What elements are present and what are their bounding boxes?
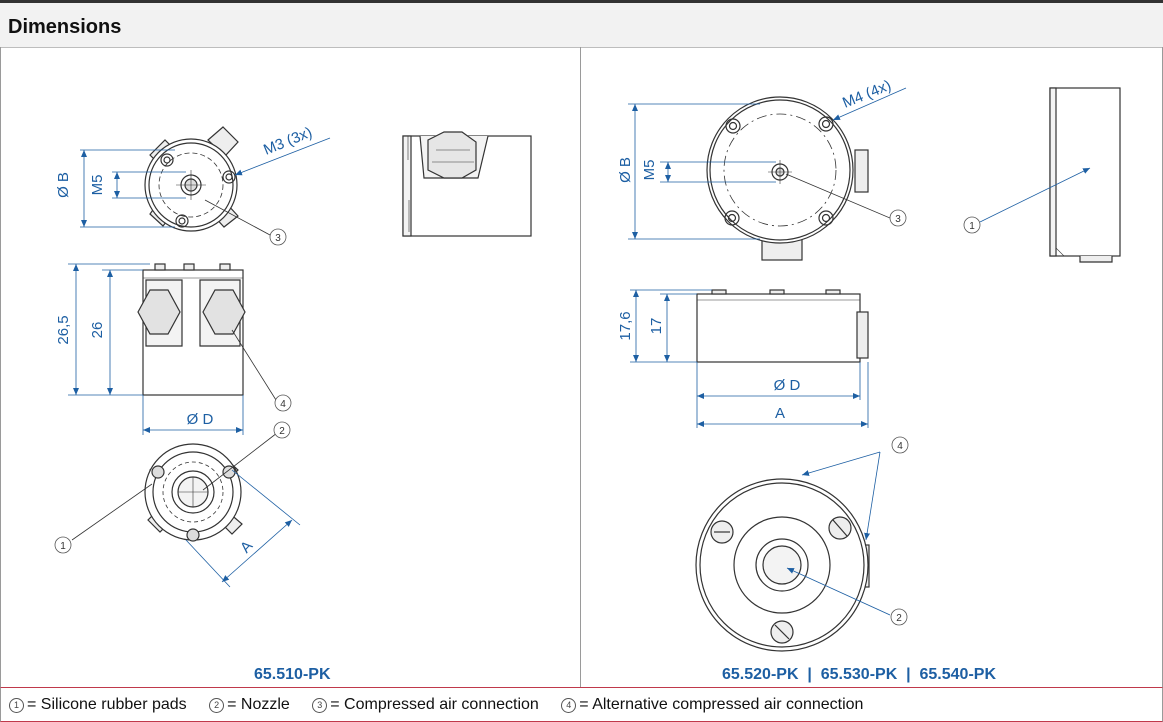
top-rule (0, 0, 1163, 3)
right-m4-label: M4 (4x) (840, 77, 894, 112)
left-front-view (137, 263, 246, 396)
left-callout-2-circle (273, 421, 291, 439)
legend-marker-4: 4 (561, 698, 577, 713)
left-bottom-view (144, 443, 243, 542)
right-front-dimensions (630, 289, 869, 428)
right-callout-3-circle (889, 209, 907, 227)
right-callout-1-circle (963, 216, 981, 234)
right-callout-4-circle (891, 436, 909, 454)
right-callout-3: 3 (895, 214, 901, 225)
left-side-view (402, 131, 532, 237)
legend-marker-3: 3 (312, 698, 328, 713)
legend-item-air-connection: 3= Compressed air connection (312, 696, 539, 713)
left-callout-3-circle (269, 228, 287, 246)
left-a-label: A (237, 538, 256, 557)
left-callout-3: 3 (275, 233, 281, 244)
left-h265-label: 26,5 (55, 315, 72, 344)
left-top-view (144, 126, 239, 232)
left-callout-4: 4 (280, 399, 286, 410)
right-model-label: 65.520-PK | 65.530-PK | 65.540-PK (722, 666, 996, 683)
right-top-view (706, 96, 869, 261)
legend-marker-2: 2 (209, 698, 225, 713)
right-front-view (696, 289, 869, 363)
left-callout-1: 1 (60, 541, 66, 552)
left-callout-2: 2 (279, 426, 285, 437)
right-bottom-view (695, 478, 870, 652)
legend-text-4: = Alternative compressed air connection (579, 696, 864, 713)
right-side-leader (979, 167, 1091, 223)
left-callout-1-circle (54, 536, 72, 554)
legend-item-silicone-pads: 1= Silicone rubber pads (9, 696, 187, 713)
right-h176-label: 17,6 (617, 311, 634, 340)
right-callout-2-circle (890, 608, 908, 626)
right-callout-1: 1 (969, 221, 975, 232)
legend-marker-1: 1 (9, 698, 24, 713)
left-bottom-dimensions (71, 432, 301, 588)
left-diam-d-label: Ø D (187, 411, 214, 428)
legend-item-nozzle: 2= Nozzle (209, 696, 290, 713)
section-header: Dimensions (0, 3, 1163, 48)
right-h17-label: 17 (648, 318, 665, 335)
legend-bar: 1= Silicone rubber pads 2= Nozzle 3= Com… (0, 687, 1163, 722)
right-top-dimensions (628, 87, 907, 240)
left-h26-label: 26 (89, 322, 106, 339)
right-callout-4: 4 (897, 441, 903, 452)
legend-text-2: = Nozzle (227, 696, 290, 713)
right-side-view (1049, 87, 1121, 263)
left-m3-label: M3 (3x) (261, 124, 315, 159)
legend-text-1: = Silicone rubber pads (27, 696, 187, 713)
right-a-label: A (775, 405, 785, 422)
left-model-label: 65.510-PK (254, 666, 331, 683)
right-bottom-leaders (786, 451, 891, 616)
panel-divider (580, 47, 581, 687)
left-m5-label: M5 (89, 175, 106, 196)
section-title: Dimensions (8, 16, 122, 38)
left-callout-4-circle (274, 394, 292, 412)
right-diam-d-label: Ø D (774, 377, 801, 394)
right-diam-b-label: Ø B (617, 157, 634, 183)
legend-text-3: = Compressed air connection (330, 696, 539, 713)
right-callout-2: 2 (896, 613, 902, 624)
left-top-dimensions (80, 137, 331, 236)
right-m5-label: M5 (641, 160, 658, 181)
left-diam-b-label: Ø B (55, 172, 72, 198)
left-front-dimensions (68, 263, 277, 435)
legend-item-alt-air-connection: 4= Alternative compressed air connection (561, 696, 863, 713)
legend-row: 1= Silicone rubber pads 2= Nozzle 3= Com… (9, 696, 881, 714)
